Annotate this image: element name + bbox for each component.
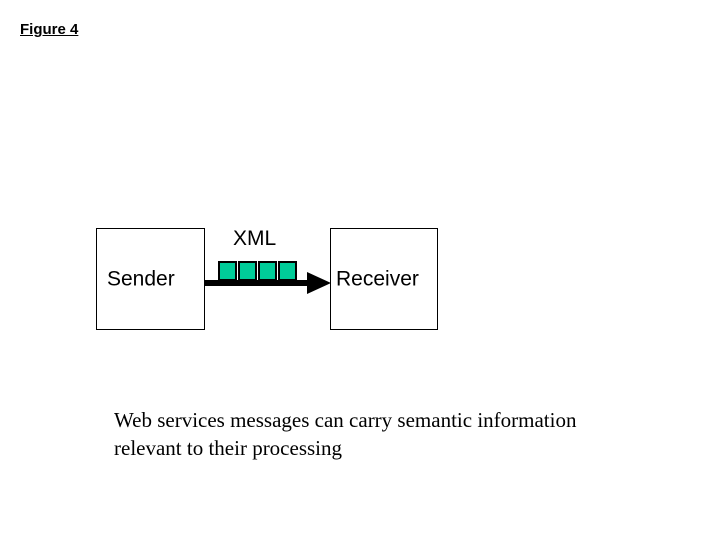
message-arrow-shaft [204,280,314,286]
message-arrow-head-icon [307,272,331,294]
xml-message-square [238,261,257,281]
xml-message-square [278,261,297,281]
xml-edge-label: XML [233,227,277,250]
xml-message-square [258,261,277,281]
sender-node-label: Sender [107,267,175,291]
figure-caption: Web services messages can carry semantic… [114,406,674,462]
caption-line: relevant to their processing [114,436,343,460]
xml-message-square [218,261,237,281]
page-title: Figure 4 [20,21,79,38]
caption-line: Web services messages can carry semantic… [114,408,577,432]
receiver-node: Receiver [330,228,438,330]
sender-node: Sender [96,228,205,330]
receiver-node-label: Receiver [336,267,419,291]
xml-message-squares [218,261,297,281]
